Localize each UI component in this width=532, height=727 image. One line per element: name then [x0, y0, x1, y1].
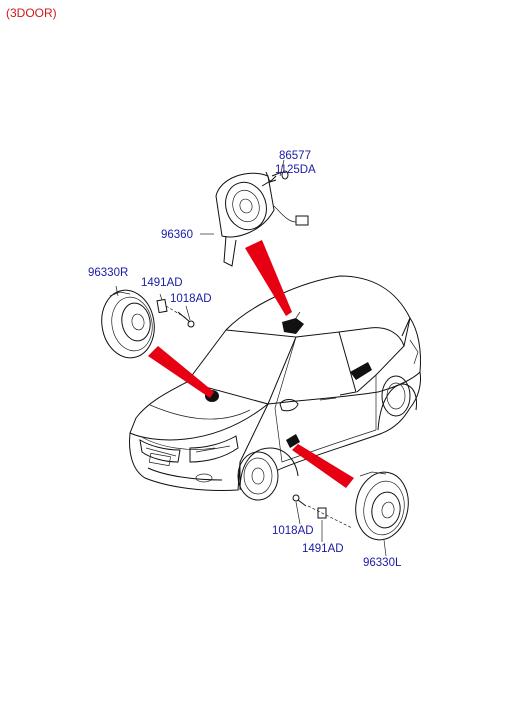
label-1125DA: 1125DA — [275, 164, 316, 176]
label-1491AD-bottom: 1491AD — [302, 543, 344, 555]
label-96330L: 96330L — [363, 557, 402, 569]
side-door-speaker-mount — [286, 434, 300, 448]
pointer-96360 — [245, 240, 292, 316]
car-illustration — [129, 275, 421, 501]
label-1491AD-top: 1491AD — [141, 277, 183, 289]
speaker-96330L-drawing — [292, 471, 409, 541]
speaker-96360-drawing — [215, 170, 309, 267]
label-1018AD-bottom: 1018AD — [272, 525, 314, 537]
speaker-96330R-drawing — [101, 289, 195, 359]
leader-lines — [115, 159, 387, 557]
label-86577: 86577 — [279, 150, 311, 162]
rear-shelf-speaker-mount — [282, 311, 304, 334]
pointer-96330L — [292, 444, 354, 488]
label-1018AD-top: 1018AD — [170, 293, 212, 305]
rear-door-speaker-mount — [350, 362, 372, 380]
label-96330R: 96330R — [88, 267, 128, 279]
variant-label: (3DOOR) — [6, 6, 57, 20]
label-96360: 96360 — [161, 229, 193, 241]
pointer-96330R — [148, 346, 214, 398]
